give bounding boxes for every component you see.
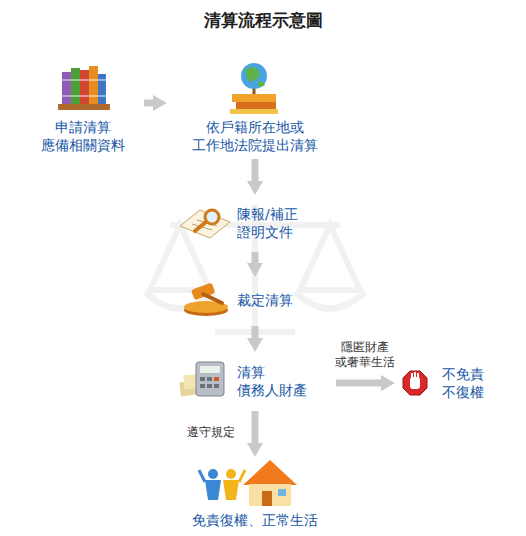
step-text-area: 依戶籍所在地或 工作地法院提出清算 — [170, 118, 340, 154]
people-house-icon-part — [223, 480, 239, 500]
scales-watermark-part — [215, 329, 295, 335]
magnifier-icon-part — [195, 222, 206, 231]
flow-arrow — [252, 411, 259, 443]
calculator-icon — [179, 362, 224, 396]
people-house-icon-part — [243, 460, 297, 485]
step-label: 不免責 不復權 — [442, 365, 498, 401]
step-label: 申請清算 應備相關資料 — [25, 118, 140, 154]
books-icon-part — [62, 95, 106, 97]
step-text-area: 不免責 不復權 — [442, 365, 498, 401]
books-icon-part — [58, 104, 110, 110]
stop-icon-part — [411, 373, 413, 379]
step-text-area: 裁定清算 — [237, 291, 332, 309]
globe-books-icon-part — [232, 94, 276, 102]
globe-books-icon-part — [245, 67, 259, 82]
step-label: 依戶籍所在地或 工作地法院提出清算 — [170, 118, 340, 154]
people-house-icon-part — [278, 489, 286, 496]
flow-arrow — [252, 326, 259, 338]
calculator-icon-part — [214, 377, 219, 381]
step-label: 清算 債務人財產 — [237, 363, 332, 399]
stop-icon-part — [414, 372, 416, 378]
process-step: 免責復權、正常生活 — [150, 460, 360, 532]
scales-watermark — [145, 205, 365, 332]
calculator-icon-part — [214, 384, 219, 388]
books-icon-part — [98, 74, 106, 106]
step-text-area: 陳報/補正 證明文件 — [237, 205, 332, 241]
books-icon-part — [89, 66, 98, 106]
globe-books-icon — [230, 63, 278, 114]
calculator-icon-part — [200, 366, 220, 373]
gavel-icon-part — [203, 294, 222, 303]
stop-icon-part — [417, 373, 419, 379]
flow-arrow — [144, 100, 153, 107]
people-house-icon-part — [208, 469, 218, 479]
globe-books-icon-part — [236, 102, 276, 109]
condition-label: 隱匿財產 或奢華生活 — [333, 340, 397, 370]
diagram-title: 清算流程示意圖 — [0, 9, 526, 32]
people-house-icon-part — [205, 480, 221, 500]
process-step: 依戶籍所在地或 工作地法院提出清算 — [170, 60, 340, 155]
books-icon-part — [62, 72, 71, 106]
process-step: 清算 債務人財產 — [172, 355, 332, 407]
calculator-icon-part — [207, 384, 212, 388]
flow-arrow — [252, 252, 259, 263]
globe-books-icon-part — [230, 109, 278, 114]
people-house-icon-part — [249, 484, 291, 506]
process-step: 裁定清算 — [172, 280, 332, 322]
books-icon-part — [62, 79, 106, 81]
scales-watermark-part — [300, 225, 360, 290]
stop-icon-part — [403, 371, 427, 395]
gavel-icon — [184, 283, 228, 316]
process-step: 陳報/補正 證明文件 — [172, 198, 332, 248]
books-icon-part — [80, 70, 89, 106]
people-house-icon-part — [226, 469, 236, 479]
books-icon — [58, 66, 110, 110]
step-text-area: 清算 債務人財產 — [237, 363, 332, 399]
flow-arrow — [252, 159, 259, 181]
magnifier-icon — [180, 210, 230, 238]
globe-books-icon-part — [241, 63, 267, 89]
globe-books-icon-part — [258, 81, 265, 86]
process-step: 申請清算 應備相關資料 — [25, 60, 140, 155]
scales-watermark-part — [295, 292, 365, 309]
process-step: 不免責 不復權 — [398, 362, 498, 404]
people-house-icon-part — [199, 470, 205, 482]
condition-label: 遵守規定 — [180, 425, 242, 440]
step-label: 裁定清算 — [237, 291, 332, 309]
calculator-icon-part — [200, 384, 205, 388]
step-label: 免責復權、正常生活 — [150, 511, 360, 529]
calculator-icon-part — [207, 377, 212, 381]
step-label: 陳報/補正 證明文件 — [237, 205, 332, 241]
step-text-area: 免責復權、正常生活 — [150, 511, 360, 529]
flow-arrow — [336, 380, 381, 387]
people-house-icon — [199, 460, 297, 506]
people-house-icon-part — [239, 470, 245, 482]
stop-icon — [403, 371, 427, 395]
calculator-icon-part — [200, 377, 205, 381]
step-text-area: 申請清算 應備相關資料 — [25, 118, 140, 154]
calculator-icon-part — [196, 362, 224, 396]
books-icon-part — [71, 68, 80, 106]
magnifier-icon-part — [180, 210, 230, 238]
people-house-icon-part — [262, 491, 272, 506]
